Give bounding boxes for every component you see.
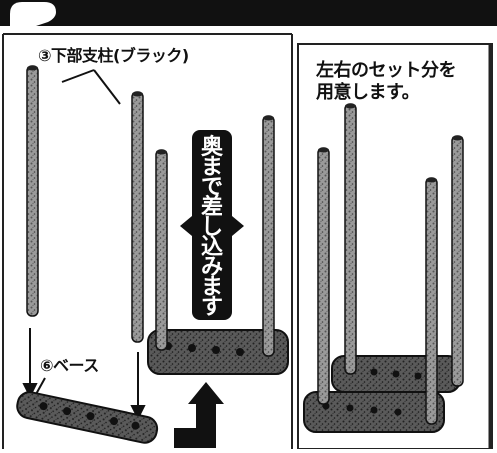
insert-label-char: 込 [200,235,223,260]
assembled-stand-left [147,115,289,375]
lower-pole-middle [131,91,144,343]
step-header-bar [0,0,497,26]
insert-label-char: で [200,175,223,200]
assembled-stand-right-front [303,147,445,433]
insert-label-char: み [200,255,223,280]
insert-label-char: 差 [200,195,223,220]
instruction-line-2: 用意します。 [316,82,420,103]
left-panel-frame [2,33,293,449]
assembled-stand-right-back [331,103,464,393]
base-label: ⑥ベース [40,356,99,375]
instruction-line-1: 左右のセット分を [316,60,457,81]
instruction-box: 左右のセット分を 用意します。 [304,50,487,103]
insert-fully-label: 奥 ま で 差 し 込 み ま す [192,130,232,320]
insert-label-char: す [200,295,223,320]
lower-pole-left [26,65,39,317]
drop-arrows [22,328,146,421]
insert-direction-arrows [180,216,244,236]
step-arrow [174,382,224,448]
insert-label-char: 奥 [200,135,223,160]
part-leader-lines [61,69,121,105]
insert-label-char: ま [200,155,223,180]
insert-label-char: し [200,215,223,240]
base-left [16,391,159,444]
insert-label-char: ま [200,275,223,300]
part-label: ③下部支柱(ブラック) [38,46,189,65]
